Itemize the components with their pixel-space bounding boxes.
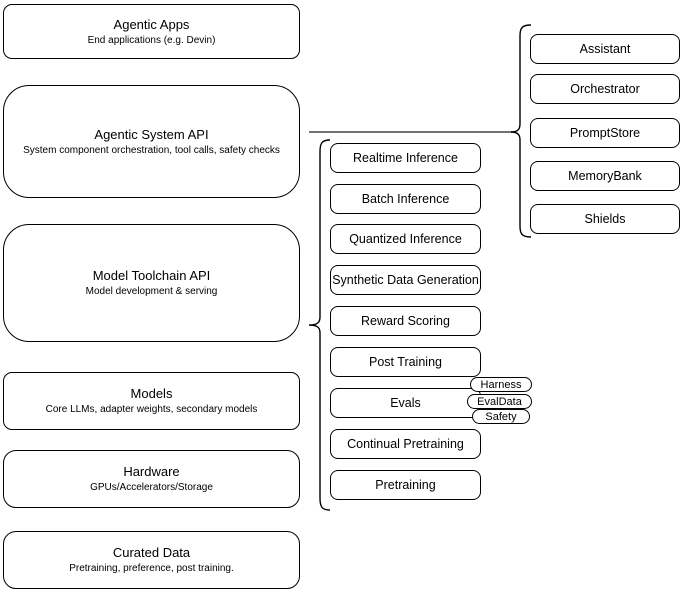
toolchain-item-label: Pretraining xyxy=(375,478,436,492)
layer-hardware: Hardware GPUs/Accelerators/Storage xyxy=(3,450,300,508)
system-component-label: Assistant xyxy=(579,42,631,56)
layer-subtitle: Model development & serving xyxy=(85,286,218,297)
toolchain-item-synthetic-data-generation: Synthetic Data Generation xyxy=(330,265,481,295)
toolchain-item-continual-pretraining: Continual Pretraining xyxy=(330,429,481,459)
layer-model-toolchain-api: Model Toolchain API Model development & … xyxy=(3,224,300,342)
toolchain-item-evals: Evals xyxy=(330,388,481,418)
toolchain-item-pretraining: Pretraining xyxy=(330,470,481,500)
eval-tag-label: Harness xyxy=(480,378,522,391)
toolchain-item-label: Evals xyxy=(390,396,421,410)
toolchain-item-post-training: Post Training xyxy=(330,347,481,377)
system-brace xyxy=(510,24,532,238)
system-component-label: Shields xyxy=(584,212,626,226)
system-component-assistant: Assistant xyxy=(530,34,680,64)
toolchain-brace xyxy=(308,139,331,511)
toolchain-item-label: Reward Scoring xyxy=(361,314,450,328)
layer-models: Models Core LLMs, adapter weights, secon… xyxy=(3,372,300,430)
layer-title: Agentic Apps xyxy=(113,16,190,32)
toolchain-item-label: Post Training xyxy=(369,355,442,369)
toolchain-item-label: Realtime Inference xyxy=(353,151,458,165)
layer-curated-data: Curated Data Pretraining, preference, po… xyxy=(3,531,300,589)
toolchain-item-label: Batch Inference xyxy=(361,192,450,206)
toolchain-item-reward-scoring: Reward Scoring xyxy=(330,306,481,336)
eval-tag-evaldata: EvalData xyxy=(467,394,532,409)
layer-subtitle: End applications (e.g. Devin) xyxy=(87,34,216,46)
system-component-orchestrator: Orchestrator xyxy=(530,74,680,104)
toolchain-item-label: Continual Pretraining xyxy=(347,437,464,451)
toolchain-item-label: Synthetic Data Generation xyxy=(332,273,479,287)
system-component-label: PromptStore xyxy=(569,126,641,140)
system-component-promptstore: PromptStore xyxy=(530,118,680,148)
eval-tag-safety: Safety xyxy=(472,409,530,424)
system-component-shields: Shields xyxy=(530,204,680,234)
system-component-memorybank: MemoryBank xyxy=(530,161,680,191)
layer-title: Models xyxy=(130,386,173,401)
toolchain-item-quantized-inference: Quantized Inference xyxy=(330,224,481,254)
layer-subtitle: GPUs/Accelerators/Storage xyxy=(90,482,213,493)
toolchain-item-label: Quantized Inference xyxy=(349,232,462,246)
layer-title: Agentic System API xyxy=(94,126,209,142)
layer-agentic-apps: Agentic Apps End applications (e.g. Devi… xyxy=(3,4,300,59)
layer-title: Model Toolchain API xyxy=(92,268,211,283)
layer-agentic-system-api: Agentic System API System component orch… xyxy=(3,85,300,198)
toolchain-item-realtime-inference: Realtime Inference xyxy=(330,143,481,173)
system-component-label: MemoryBank xyxy=(568,169,642,183)
eval-tag-label: Safety xyxy=(485,410,517,423)
layer-subtitle: Core LLMs, adapter weights, secondary mo… xyxy=(45,404,258,415)
eval-tag-harness: Harness xyxy=(470,377,532,392)
layer-subtitle: System component orchestration, tool cal… xyxy=(23,144,280,156)
layer-title: Hardware xyxy=(123,464,180,479)
layer-subtitle: Pretraining, preference, post training. xyxy=(69,563,234,574)
system-component-label: Orchestrator xyxy=(570,82,640,96)
toolchain-item-batch-inference: Batch Inference xyxy=(330,184,481,214)
layer-title: Curated Data xyxy=(112,545,191,560)
eval-tag-label: EvalData xyxy=(477,395,522,408)
